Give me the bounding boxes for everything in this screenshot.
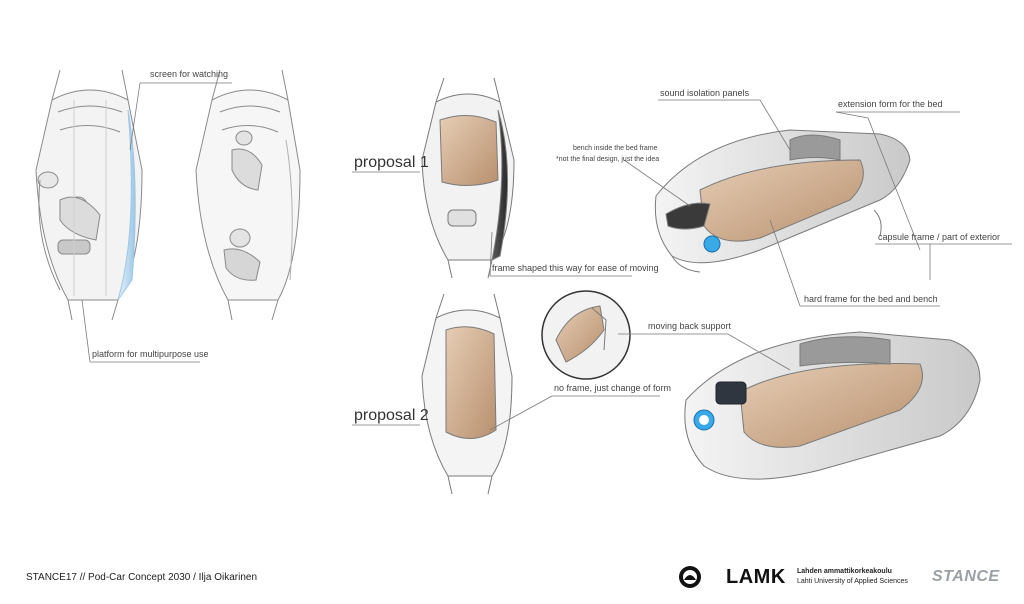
stance-logo: STANCE [932, 568, 1000, 585]
label-extension-form: extension form for the bed [838, 99, 943, 109]
label-frame-shaped: frame shaped this way for ease of moving [492, 263, 659, 273]
footer-credit: STANCE17 // Pod-Car Concept 2030 / Ilja … [26, 572, 258, 583]
label-capsule-frame: capsule frame / part of exterior [878, 232, 1001, 242]
proposal-1-title: proposal 1 [354, 154, 429, 171]
pod-proposal-1 [421, 77, 515, 279]
lamk-name-fi: Lahden ammattikorkeakoulu [797, 568, 892, 575]
label-hard-frame: hard frame for the bed and bench [804, 294, 938, 304]
pod-sketch-2 [195, 69, 301, 321]
label-sound-panels: sound isolation panels [660, 88, 750, 98]
label-no-frame: no frame, just change of form [554, 383, 672, 393]
proposal-2-title: proposal 2 [354, 407, 429, 424]
capsule-render-1 [654, 129, 911, 273]
label-not-final: *not the final design, just the idea [556, 156, 660, 163]
pod-proposal-2 [421, 293, 513, 495]
pod-sketch-1 [35, 69, 143, 321]
label-bench-inside: bench inside the bed frame [573, 145, 658, 152]
capsule-render-2 [684, 331, 981, 480]
callout-lines [81, 82, 1012, 431]
lamk-name-en: Lahti University of Applied Sciences [797, 578, 908, 585]
lamk-logo: LAMK [726, 566, 786, 588]
label-screen: screen for watching [150, 69, 229, 79]
club-seal-logo [679, 566, 701, 588]
label-platform: platform for multipurpose use [92, 349, 209, 359]
label-moving-back: moving back support [648, 321, 732, 331]
detail-callout-circle [541, 290, 631, 380]
